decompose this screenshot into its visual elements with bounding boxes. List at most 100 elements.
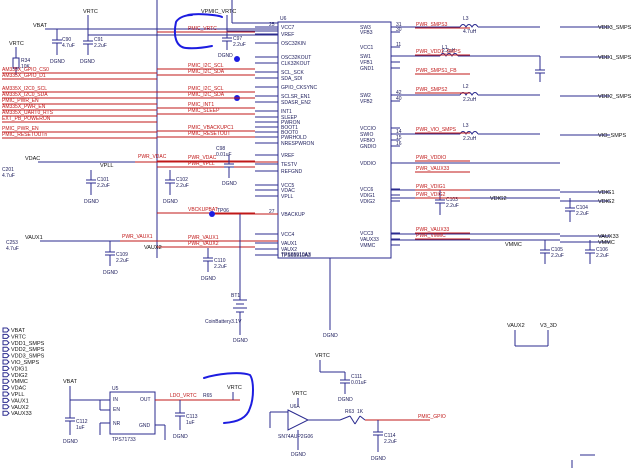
pin-right-num: 30 [396, 27, 402, 33]
c105-ref: C105 [551, 247, 563, 253]
pmic-chip-body [277, 21, 392, 259]
u5-pin-out: OUT [140, 397, 151, 403]
c114-value: 2.2uF [384, 439, 397, 445]
c109-ref: C109 [116, 252, 128, 258]
c90-ref: C90 [62, 37, 71, 43]
pin-left-name: INT1 [281, 109, 292, 115]
v33d-label: V3_3D [540, 323, 557, 329]
c114-gnd: DGND [371, 456, 386, 462]
vpmic-vrtc-label: VPMIC_VRTC [201, 9, 236, 15]
pin-right-name: VAUX33 [360, 237, 379, 243]
c91-gnd: DGND [80, 59, 95, 65]
bottom-net-label: VRTC [11, 334, 26, 340]
c103-ref: C103 [446, 197, 458, 203]
backup-battery: TP06 BT1 CoinBattery3.1V DGND [205, 208, 278, 344]
rail-label: VMMC [598, 240, 615, 246]
l3a-ref: L3 [463, 16, 469, 22]
vaux2-v33d-jumper: VAUX2 V3_3D [507, 323, 557, 347]
left-net-label: PMIC_RESETOUTn [2, 132, 47, 138]
vrtc-right-buffer-label: VRTC [292, 391, 307, 397]
c110-gnd: DGND [201, 276, 216, 282]
pin-left-name: VREF [281, 32, 294, 38]
bottom-net-label: VPLL [11, 392, 24, 398]
u5-pin-in: IN [113, 397, 118, 403]
pin-right-name: GND1 [360, 66, 374, 72]
c253-ref: C253 [6, 240, 18, 246]
mid-net-label: PMIC_RESETOUT [188, 131, 230, 137]
c113-ref: C113 [186, 414, 198, 420]
pin-right-name: VCCIO [360, 126, 376, 132]
left-net-label: AM335X_I2C0_SCL [2, 86, 47, 92]
pin-left-name: PWRON [281, 120, 301, 126]
l3a-value: 4.7uH [463, 29, 477, 35]
mid-net-label: PMIC_VRTC [188, 26, 217, 32]
pin-left-name: VCC5 [281, 183, 295, 189]
left-net-label: AM335X_I2C0_SDA [2, 92, 48, 98]
pin-left-name: SCL_SCK [281, 70, 304, 76]
right-net-label: PWR_VDD1_SMPS [416, 49, 461, 55]
mid-net-label: PMIC_INT1 [188, 102, 214, 108]
mid-net-label: PWR_VAUX2 [188, 241, 219, 247]
bottom-net-label: VDIG2 [11, 373, 28, 379]
l2-value: 2.2uH [463, 97, 477, 103]
pmic-ref: U6 [280, 16, 287, 22]
pin-right-num: 31 [396, 22, 402, 28]
bottom-net-list: VBATVRTCVDD1_SMPSVDD2_SMPSVDD3_SMPSVIO_S… [2, 327, 45, 417]
c101-ref: C101 [97, 177, 109, 183]
c97-ref: C97 [233, 36, 242, 42]
mid-net-label: PMIC_I2C_SCL [188, 86, 224, 92]
c109-gnd: DGND [103, 270, 118, 276]
c102-gnd: DGND [163, 199, 178, 205]
pin-left-name: BOOT1 [281, 125, 298, 131]
c104-ref: C104 [576, 205, 588, 211]
rail-label: VDIG1 [598, 190, 615, 196]
mid-net-label: PWR_VDAC [188, 155, 217, 161]
vmmc-right-label: VMMC [505, 242, 522, 248]
c106-value: 2.2uF [596, 253, 609, 259]
pin-right-name: VCC1 [360, 45, 374, 51]
mid-net-label: PWR_VAUX1 [188, 235, 219, 241]
right-net-label: PWR_VMMC [416, 233, 446, 239]
pin-right-name: SWIO [360, 132, 373, 138]
right-net-label: PWR_SMPS2 [416, 87, 448, 93]
right-net-label: PWR_VDDIO [416, 155, 446, 161]
pwr-vaux1-label: PWR_VAUX1 [122, 234, 153, 240]
left-net-label: AM335X_UART0_RTS [2, 110, 54, 116]
mid-net-label: PMIC_SLEEP [188, 108, 220, 114]
l1-value: 2.2uH [442, 48, 456, 54]
c113-gnd: DGND [173, 434, 188, 440]
pin-right-name: VDIG2 [360, 199, 375, 205]
pin-left-name: PWRHOLD [281, 135, 307, 141]
tp-label: TP06 [217, 208, 229, 214]
pin-right-name: VCC3 [360, 231, 374, 237]
c90-gnd: DGND [50, 59, 65, 65]
vdig2-right-label: VDIG2 [490, 196, 507, 202]
pin-right-num: 11 [396, 42, 401, 48]
pmic-chip: U6 TPS65910A3 VCC725VREFOSC32KINOSC32KOU… [255, 16, 402, 259]
r34-value: 10K [21, 64, 31, 70]
pin-right-name: SW2 [360, 93, 371, 99]
vbat-label: VBAT [33, 23, 48, 29]
pin-left-name: VCC4 [281, 232, 295, 238]
l3-value: 2.2uH [463, 136, 477, 142]
pin-right-num: 40 [396, 96, 402, 102]
c97-value: 2.2uF [233, 42, 246, 48]
pin-left-name: SLEEP [281, 115, 298, 121]
u5-part: TPS71733 [112, 437, 136, 443]
rail-label: VIO_SMPS [598, 133, 626, 139]
bt1-gnd: DGND [233, 338, 248, 344]
left-ldo-caps: VDAC PWR_VDAC C201 4.7uF VPLL C101 2.2uF… [2, 146, 278, 282]
c112-value: 1uF [76, 425, 85, 431]
pin-right-name: VFB1 [360, 60, 373, 66]
r65-ref: R65 [203, 393, 212, 399]
c106-ref: C106 [596, 247, 608, 253]
u6a-part: SN74AUP2G06 [278, 434, 313, 440]
c91-ref: C91 [94, 37, 103, 43]
u5-pin-gnd: GND [139, 423, 151, 429]
pin-left-name: TPS65910A3 [281, 253, 311, 259]
mid-net-label: PMIC_VBACKUPC1 [188, 125, 234, 131]
pin-right-name: VCC6 [360, 187, 374, 193]
u5-pin-en: EN [113, 407, 120, 413]
c91-value: 2.2uF [94, 43, 107, 49]
